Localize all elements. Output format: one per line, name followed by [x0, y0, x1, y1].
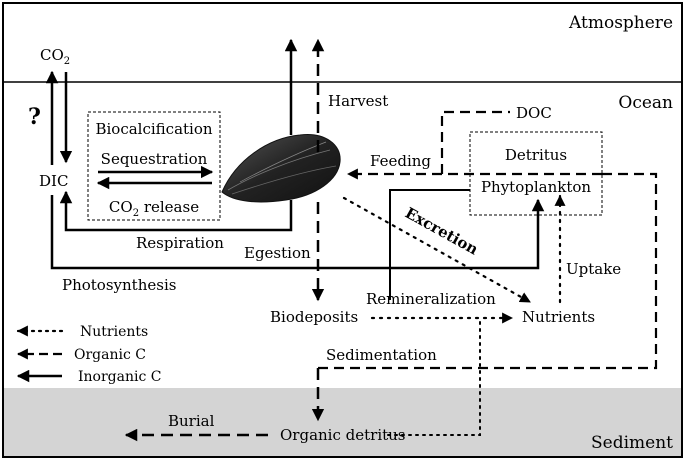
- atmosphere-label: Atmosphere: [568, 13, 673, 33]
- sedimentation-path: [318, 172, 658, 370]
- photosynthesis-arrow: [50, 195, 545, 270]
- excretion-arrow: [342, 196, 532, 304]
- uptake-label: Uptake: [566, 260, 621, 278]
- legend-organic-label: Organic C: [74, 347, 146, 363]
- biodeposits-label: Biodeposits: [270, 308, 358, 326]
- biocalcification-title: Biocalcification: [95, 120, 212, 138]
- question-mark: ?: [28, 104, 41, 130]
- legend: Nutrients Organic C Inorganic C: [16, 324, 161, 385]
- feeding-label: Feeding: [370, 152, 431, 170]
- ocean-label: Ocean: [618, 93, 673, 113]
- remineralization-label: Remineralization: [366, 290, 496, 308]
- doc-path: [440, 110, 510, 174]
- sedimentation-label: Sedimentation: [326, 346, 437, 364]
- legend-inorganic-label: Inorganic C: [78, 369, 161, 385]
- detritus-label: Detritus: [505, 146, 567, 164]
- harvest-label: Harvest: [328, 92, 388, 110]
- co2-release-label: CO2 release: [109, 198, 199, 219]
- sediment-label: Sediment: [591, 433, 673, 453]
- sediment-nutrient-flux: [387, 321, 481, 436]
- respiration-label: Respiration: [136, 234, 224, 252]
- remineralization-line: [389, 189, 470, 300]
- photosynthesis-label: Photosynthesis: [62, 276, 176, 294]
- doc-label: DOC: [516, 104, 552, 122]
- organic-detritus-label: Organic detritus: [280, 426, 406, 444]
- phytoplankton-label: Phytoplankton: [481, 178, 591, 196]
- sediment-layer: [4, 388, 681, 456]
- burial-label: Burial: [168, 412, 215, 430]
- mussel-icon: [221, 134, 341, 203]
- food-source-box: [469, 131, 603, 216]
- egestion-label: Egestion: [244, 244, 311, 262]
- co2-label: CO2: [40, 46, 70, 67]
- legend-nutrients-label: Nutrients: [80, 324, 148, 340]
- respiration-arrow: [59, 190, 293, 232]
- biocalcification-box: [87, 111, 221, 221]
- dic-label: DIC: [39, 172, 68, 190]
- nutrients-label: Nutrients: [522, 308, 595, 326]
- sequestration-label: Sequestration: [101, 150, 208, 168]
